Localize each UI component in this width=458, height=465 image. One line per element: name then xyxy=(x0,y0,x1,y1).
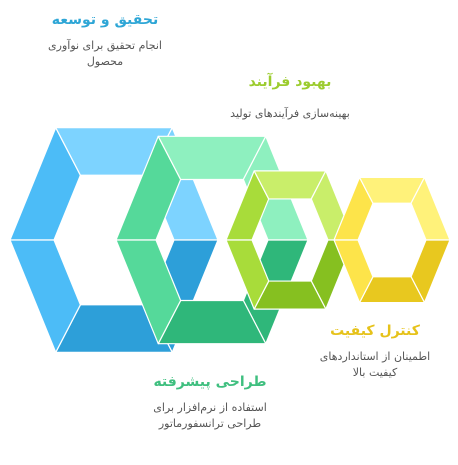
hexagon-face xyxy=(333,239,374,304)
stage-description-line: انجام تحقیق برای نوآوری xyxy=(48,39,162,52)
stage-description-line: بهینه‌سازی فرآیندهای تولید xyxy=(230,107,350,120)
hexagon-face xyxy=(225,239,270,310)
stage-advanced-design: طراحی پیشرفته استفاده از نرم‌افزار برای … xyxy=(110,374,310,432)
hexagon-face xyxy=(115,239,182,345)
stage-description-process-improvement: بهینه‌سازی فرآیندهای تولید xyxy=(200,106,380,122)
hexagon-face xyxy=(9,239,82,353)
stage-research: تحقیق و توسعه انجام تحقیق برای نوآوری مح… xyxy=(20,12,190,70)
stage-quality-control: کنترل کیفیت اطمینان از استانداردهای کیفی… xyxy=(300,323,450,381)
stage-description-line: کیفیت بالا xyxy=(352,366,398,379)
stage-description-research: انجام تحقیق برای نوآوری محصول xyxy=(20,38,190,70)
stage-description-line: اطمینان از استانداردهای xyxy=(319,350,431,363)
stage-description-line: محصول xyxy=(86,55,124,68)
stage-title-process-improvement: بهبود فرآیند xyxy=(248,74,332,90)
stage-title-quality-control: کنترل کیفیت xyxy=(330,323,420,339)
stage-description-quality-control: اطمینان از استانداردهای کیفیت بالا xyxy=(300,349,450,381)
stage-title-advanced-design: طراحی پیشرفته xyxy=(153,374,267,390)
hexagon-frame-quality-control xyxy=(333,176,451,304)
hexagon-frame-advanced-design xyxy=(115,135,309,345)
stage-description-line: طراحی ترانسفورماتور xyxy=(158,417,262,430)
stage-description-advanced-design: استفاده از نرم‌افزار برای طراحی ترانسفور… xyxy=(110,400,310,432)
stage-description-line: استفاده از نرم‌افزار برای xyxy=(153,401,267,414)
stage-title-research: تحقیق و توسعه xyxy=(51,12,159,28)
stage-process-improvement: بهبود فرآیند بهینه‌سازی فرآیندهای تولید xyxy=(200,74,380,122)
